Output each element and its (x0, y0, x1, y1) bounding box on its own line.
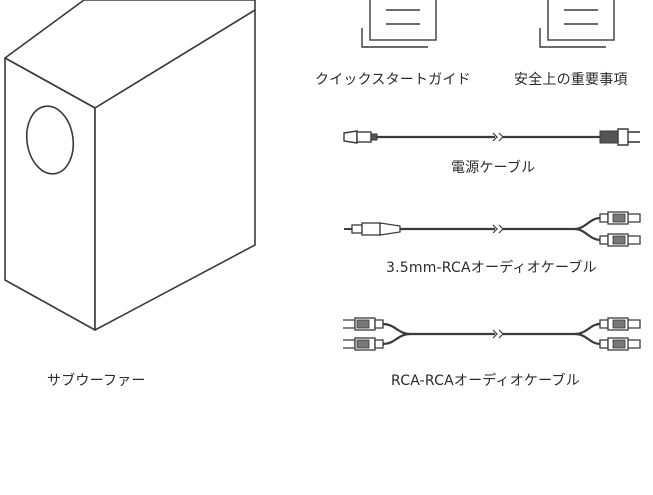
audio-cable-35-label: 3.5mm-RCAオーディオケーブル (386, 260, 597, 276)
quick-start-guide-illustration (361, 0, 437, 48)
audio-cable-35-illustration (344, 211, 641, 247)
subwoofer-label: サブウーファー (47, 373, 146, 389)
safety-info-illustration (539, 0, 615, 48)
quick-start-guide-label: クイックスタートガイド (315, 72, 471, 88)
safety-info-label: 安全上の重要事項 (514, 72, 628, 88)
audio-cable-rca-illustration (343, 317, 641, 351)
subwoofer-driver (25, 105, 75, 175)
subwoofer-side-face (94, 9, 256, 331)
audio-cable-rca-label: RCA-RCAオーディオケーブル (391, 373, 580, 389)
power-cable-label: 電源ケーブル (451, 160, 536, 176)
power-cable-illustration (343, 128, 640, 146)
subwoofer-illustration (4, 0, 256, 331)
